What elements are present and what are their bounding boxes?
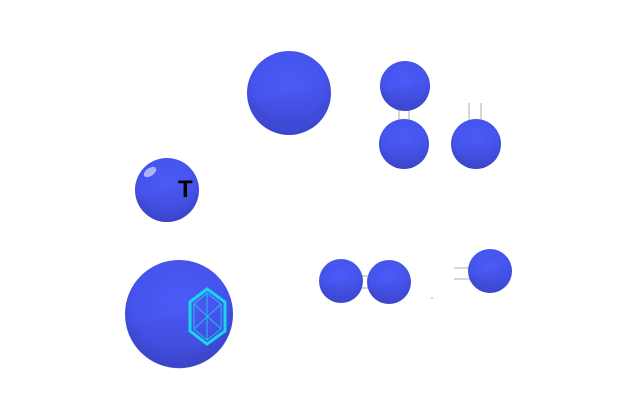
sphere-large-top[interactable] — [247, 51, 331, 135]
sphere-top-right-lower-right[interactable] — [451, 119, 501, 169]
sphere-top-right-upper[interactable] — [380, 61, 430, 111]
sphere-pair-left[interactable] — [319, 259, 363, 303]
marker-letter-t: T — [178, 176, 193, 203]
gem-icon — [188, 287, 227, 346]
specular-highlight — [143, 166, 157, 178]
sphere-large-gem[interactable] — [125, 260, 234, 369]
sphere-right-single[interactable] — [468, 249, 512, 293]
sphere-marked-t[interactable]: T — [135, 158, 200, 223]
sphere-top-right-lower-left[interactable] — [379, 119, 429, 169]
sphere-pair-right[interactable] — [367, 260, 411, 304]
stray-dot — [431, 297, 433, 299]
